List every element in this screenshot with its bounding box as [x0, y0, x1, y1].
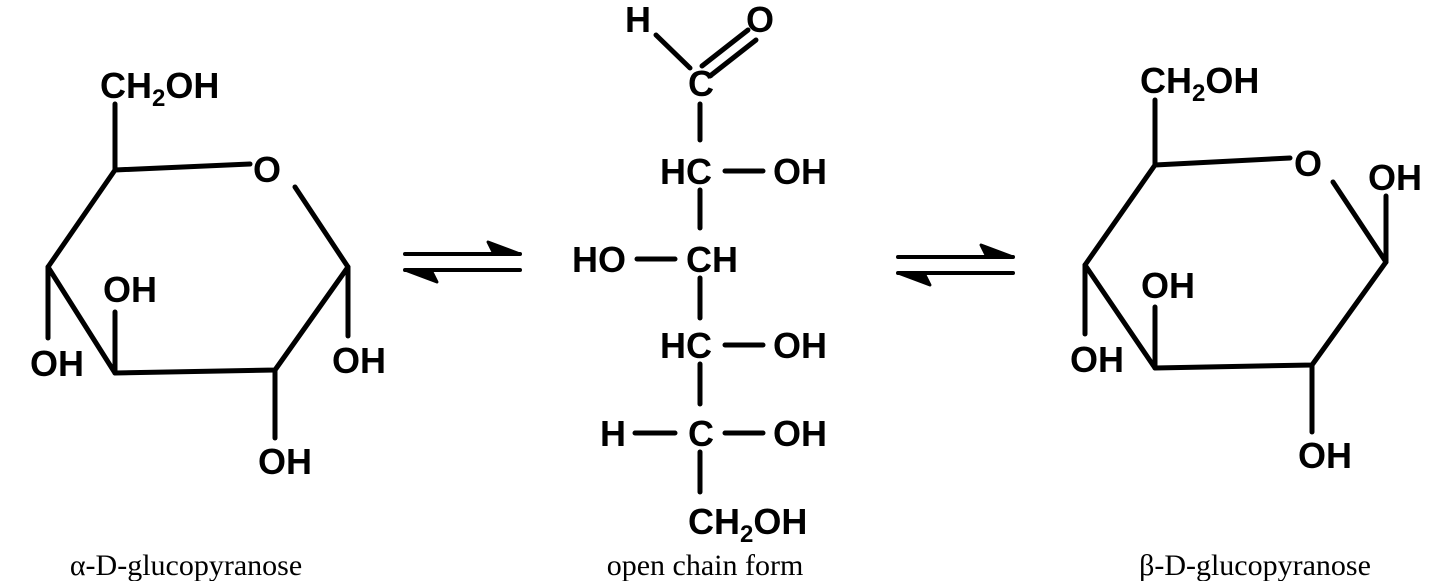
c3-oh-label: HO	[572, 239, 626, 280]
beta-c4-oh-label: OH	[1070, 339, 1124, 380]
alpha-ring-bonds	[45, 161, 351, 376]
alpha-ring-oxygen: O	[253, 149, 281, 190]
alpha-c3-oh-label: OH	[103, 269, 157, 310]
c5-h-label: H	[600, 413, 626, 454]
alpha-glucopyranose-structure: O CH2OH OH OH OH OH α-D-glucopyranose	[30, 65, 386, 582]
open-chain-structure: H O C HC OH HO CH HC OH H C OH CH2OH ope…	[572, 0, 827, 582]
beta-c2-oh-label: OH	[1298, 435, 1352, 476]
aldehyde-h-label: H	[625, 0, 651, 40]
c4-label: HC	[660, 325, 712, 366]
beta-ring-oxygen: O	[1294, 143, 1322, 184]
beta-c1-oh-label: OH	[1368, 157, 1422, 198]
c2-oh-label: OH	[773, 151, 827, 192]
aldehyde-double-bond-b	[707, 37, 759, 79]
c1-label: C	[688, 63, 714, 104]
alpha-c4-oh-label: OH	[30, 343, 84, 384]
c3-label: CH	[686, 239, 738, 280]
alpha-c1-oh-label: OH	[332, 340, 386, 381]
c5-oh-label: OH	[773, 413, 827, 454]
aldehyde-double-bond-a	[699, 27, 751, 69]
beta-glucopyranose-structure: O CH2OH OH OH OH OH β-D-glucopyranose	[1070, 60, 1422, 582]
aldehyde-h-bond	[653, 32, 693, 71]
c4-oh-label: OH	[773, 325, 827, 366]
open-chain-caption: open chain form	[607, 549, 804, 581]
c5-label: C	[688, 413, 714, 454]
alpha-caption: α-D-glucopyranose	[70, 549, 302, 581]
equilibrium-arrow-right	[896, 243, 1015, 287]
equilibrium-arrow-left	[403, 240, 522, 284]
beta-caption: β-D-glucopyranose	[1139, 549, 1371, 581]
beta-ch2oh-label: CH2OH	[1140, 60, 1259, 107]
c2-label: HC	[660, 151, 712, 192]
beta-c3-oh-label: OH	[1141, 265, 1195, 306]
beta-ring-bonds	[1082, 155, 1389, 371]
c6-ch2oh-label: CH2OH	[688, 501, 807, 548]
alpha-ch2oh-label: CH2OH	[100, 65, 219, 112]
alpha-c2-oh-label: OH	[258, 441, 312, 482]
aldehyde-o-label: O	[746, 0, 774, 40]
